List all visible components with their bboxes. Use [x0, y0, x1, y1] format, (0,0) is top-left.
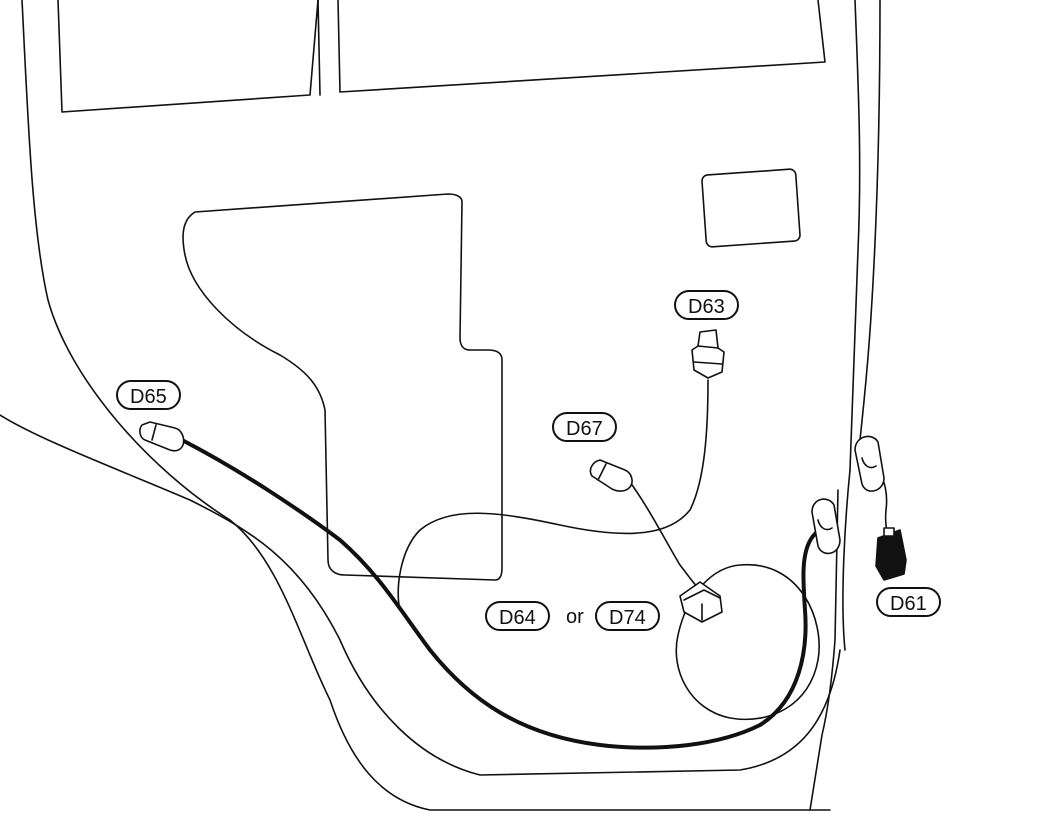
d65-label: D65	[116, 380, 181, 410]
d67-connector	[589, 459, 633, 492]
or-text: or	[566, 606, 584, 628]
branch-wire-d63	[397, 379, 709, 611]
door-inner-edge	[0, 414, 841, 776]
panel-recess	[182, 193, 503, 581]
d67-label: D67	[552, 412, 617, 442]
d63-connector	[691, 329, 725, 379]
branch-wire-d67	[629, 481, 701, 591]
grommet-left	[811, 498, 841, 555]
door-rear-edge	[849, 0, 861, 471]
grommet-right	[854, 435, 885, 492]
seal-curve	[842, 469, 851, 651]
d65-connector	[139, 421, 185, 452]
d61-label: D61	[876, 587, 941, 617]
d74-label: D74	[595, 601, 660, 631]
door-outer-edge	[21, 0, 831, 811]
door-rear-edge-2	[859, 0, 881, 441]
d64-label: D64	[485, 601, 550, 631]
main-harness	[180, 438, 827, 750]
d64-d74-connector	[679, 581, 723, 623]
window-divider	[317, 0, 321, 96]
window-frame	[57, 0, 319, 113]
access-hole	[701, 168, 801, 248]
d63-label: D63	[674, 290, 739, 320]
window-frame-2	[337, 0, 826, 93]
door-lower-rear	[809, 489, 839, 811]
d61-connector	[875, 527, 907, 581]
